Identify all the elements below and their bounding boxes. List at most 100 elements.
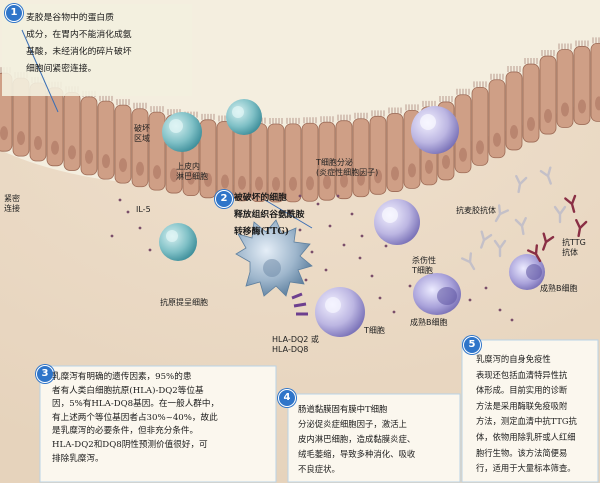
callout-2-text: 被破坏的细胞 释放组织谷氨酰胺 转移酶(TTG) (234, 190, 304, 241)
callout-4-box (287, 393, 461, 483)
antibody (542, 232, 555, 251)
enterocyte (488, 73, 506, 159)
callout-5-line: 体，依物用除乳肝或人红细 (476, 431, 576, 442)
enterocyte (335, 114, 353, 200)
enterocyte (284, 117, 302, 203)
antibody (575, 219, 588, 238)
callout-4-text: 肠道黏膜固有膜中T细胞 分泌促炎症细胞因子，激活上 皮内淋巴细胞，造成黏膜炎症、… (298, 402, 415, 477)
antibody (514, 217, 527, 236)
callout-3-line: 者有人类白细胞抗原(HLA)-DQ2等位基 (52, 385, 204, 396)
antibody (493, 239, 507, 258)
iel-cell (159, 223, 197, 261)
enterocyte (522, 58, 540, 143)
step-badge-1: 1 (5, 4, 23, 22)
antibody (553, 205, 567, 224)
enterocyte (250, 117, 268, 203)
label-il5: IL-5 (136, 205, 151, 214)
callout-1-box (2, 4, 192, 96)
label-line: 抗体 (562, 248, 578, 257)
label-iel: 上皮内 淋巴细胞 (176, 162, 208, 182)
label-mature-b-cell: 成熟B细胞 (410, 318, 448, 327)
callout-1-line: 基酸，未经消化的碎片破坏 (26, 47, 132, 57)
enterocyte (539, 50, 557, 135)
label-line: T细胞分泌 (316, 158, 353, 167)
antigen-presenting-cell (235, 219, 313, 297)
enterocyte (318, 116, 336, 201)
callout-3-line: HLA-DQ2和DQ8阴性预测价值很好，可 (52, 439, 208, 450)
enterocyte (471, 81, 489, 166)
label-line: T细胞 (412, 266, 433, 275)
antibody (515, 175, 528, 194)
mature-b-cell (509, 254, 545, 290)
label-apc: 抗原提呈细胞 (160, 298, 208, 307)
callout-5-box (461, 339, 599, 483)
callout-3-line: 因，5%有HLA-DQ8基因。在一般人群中， (52, 399, 220, 410)
cytokine-particles (110, 194, 514, 322)
mature-b-cell (413, 273, 461, 315)
pointer-line-1 (21, 29, 59, 113)
enterocyte (12, 72, 30, 157)
label-line: 连接 (4, 204, 20, 213)
callout-5-line: 体形成。目前实用的诊断 (476, 385, 568, 396)
callout-1-text: 麦胶是谷物中的蛋白质 成分，在胃内不能消化成氨 基酸，未经消化的碎片破坏 细胞间… (26, 10, 132, 78)
label-line: HLA-DQ2 或 (272, 335, 319, 344)
enterocyte (233, 116, 251, 202)
enterocyte (148, 106, 166, 191)
callout-5-line: 胞行生物。该方法简便易 (476, 447, 568, 458)
callout-3-line: 乳糜泻有明确的遗传因素，95%的患 (52, 372, 192, 382)
label-tight-junction: 紧密 连接 (4, 194, 20, 214)
label-line: 紧密 (4, 194, 20, 203)
hla-molecule (291, 292, 308, 316)
callout-4-line: 皮内淋巴细胞，造成黏膜炎症、 (298, 434, 416, 444)
step-badge-3: 3 (36, 365, 54, 383)
callout-2-line: 转移酶(TTG) (234, 227, 290, 237)
callout-4-line: 肠道黏膜固有膜中T细胞 (298, 404, 388, 414)
enterocyte (199, 113, 217, 199)
enterocyte (97, 95, 115, 180)
enterocyte (505, 65, 523, 151)
step-badge-5: 5 (463, 336, 481, 354)
enterocyte (590, 37, 600, 122)
enterocyte (131, 102, 149, 188)
antibody (564, 194, 577, 213)
label-damaged-area: 破坏 区域 (134, 124, 150, 144)
callout-5-text: 乳糜泻的自身免疫性 表现还包括血清特异性抗 体形成。目前实用的诊断 方法是采用酶… (476, 352, 577, 477)
enterocyte (80, 90, 98, 176)
iel-cell (162, 112, 202, 152)
enterocyte (454, 88, 472, 174)
callout-1-line: 成分，在胃内不能消化成氨 (26, 30, 132, 40)
enterocyte (29, 77, 47, 162)
label-line: 杀伤性 (412, 256, 436, 265)
enterocyte (556, 43, 574, 128)
enterocyte (369, 110, 387, 195)
label-line: 区域 (134, 134, 150, 143)
label-anti-ttg-antibody: 抗TTG 抗体 (562, 238, 586, 258)
activated-t-cell (411, 106, 459, 154)
enterocyte (352, 112, 370, 198)
callout-2-line: 被破坏的细胞 (234, 193, 287, 203)
label-hla: HLA-DQ2 或 HLA-DQ8 (272, 335, 319, 355)
antibody (526, 244, 542, 263)
callout-3-text: 乳糜泻有明确的遗传因素，95%的患 者有人类白细胞抗原(HLA)-DQ2等位基 … (52, 371, 219, 466)
callout-3-box (39, 365, 277, 483)
enterocyte (63, 86, 81, 171)
callout-5-line: 表现还包括血清特异性抗 (476, 369, 568, 380)
callout-5-line: 行，适用于大量标本筛查。 (476, 463, 576, 474)
t-cell (315, 287, 365, 337)
label-line: 上皮内 (176, 162, 200, 171)
callout-5-line: 乳糜泻的自身免疫性 (476, 354, 551, 364)
callout-4-line: 绒毛萎缩，导致多种消化、吸收 (298, 449, 416, 459)
label-killer-t-cell: 杀伤性 T细胞 (412, 256, 436, 276)
iel-cell (226, 99, 262, 135)
label-line: 抗TTG (562, 238, 586, 247)
antibody (460, 252, 476, 271)
callout-3-line: 排除乳糜泻。 (52, 453, 104, 464)
enterocyte (573, 40, 591, 125)
step-badge-2: 2 (215, 190, 233, 208)
label-t-cell: T细胞 (364, 326, 385, 335)
label-line: HLA-DQ8 (272, 345, 309, 354)
antibody (480, 230, 493, 249)
callout-3-line: 有上述两个等位基因者占30%~40%，故此 (52, 412, 218, 423)
